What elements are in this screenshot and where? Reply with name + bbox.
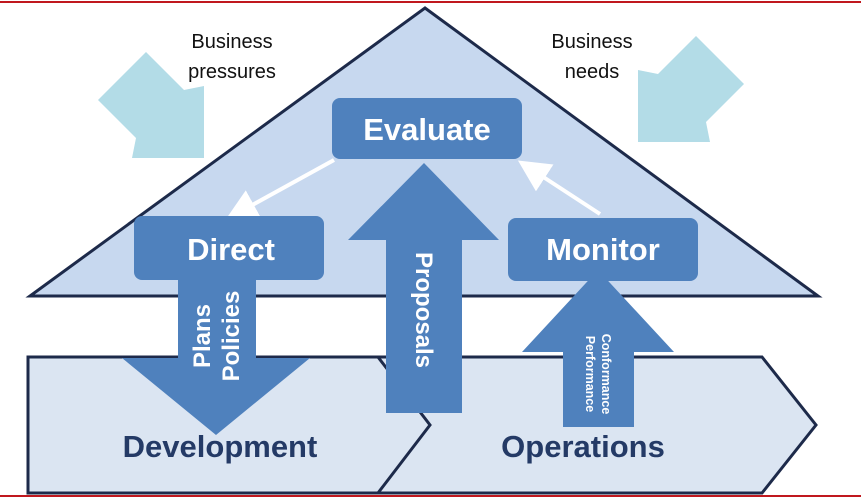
monitor-box — [508, 218, 698, 281]
development-label: Development — [123, 429, 318, 464]
business-pressures-line1: Business — [191, 31, 272, 53]
business-needs-line1: Business — [551, 31, 632, 53]
operations-label: Operations — [501, 429, 665, 464]
business-pressures-arrow — [98, 52, 204, 158]
evaluate-to-direct-arrow — [225, 158, 335, 220]
business-needs-line2: needs — [565, 61, 620, 83]
business-pressures-line2: pressures — [188, 61, 276, 83]
evaluate-box — [332, 98, 522, 159]
plans-policies-arrow — [122, 270, 310, 435]
proposals-label: Proposals — [410, 252, 437, 368]
monitor-to-evaluate-arrow — [517, 160, 602, 216]
evaluate-label: Evaluate — [363, 112, 491, 147]
plans-label: Plans — [189, 304, 216, 368]
direct-box — [134, 216, 324, 280]
performance-conformance-arrow — [522, 270, 674, 427]
policies-label: Policies — [218, 291, 245, 382]
direct-label: Direct — [187, 232, 275, 267]
bottom-frame-line — [0, 495, 861, 497]
monitor-label: Monitor — [546, 232, 660, 267]
business-needs-arrow — [638, 36, 744, 142]
proposals-arrow — [348, 163, 499, 413]
top-frame-line — [0, 1, 861, 3]
conformance-label: Conformance — [599, 334, 613, 415]
performance-label: Performance — [583, 336, 597, 412]
